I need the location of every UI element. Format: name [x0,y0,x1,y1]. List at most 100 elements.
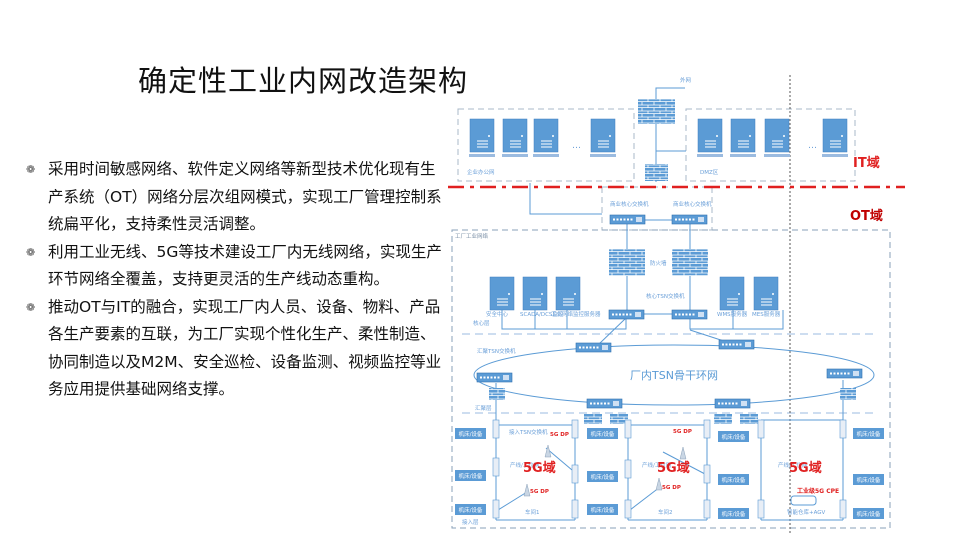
firewall-icon [638,99,675,124]
access-switch-icon [571,419,579,439]
equipment-label: 机床/设备 [591,473,615,481]
ellipsis: … [572,141,581,151]
page-title: 确定性工业内网改造架构 [138,64,469,98]
equipment-label: 机床/设备 [857,476,881,484]
line-label: 产线/工位网 [510,461,540,469]
firewall-icon [672,249,708,276]
equipment-label: 机床/设备 [722,510,746,518]
equipment-label: 机床/设备 [722,433,746,441]
bullet-icon: ❁ [26,163,36,176]
agg-layer-label: 汇聚层 [475,404,492,412]
equipment-box [853,508,884,519]
line-label: 产线/工位网 [778,461,808,469]
server-label: 工业网络监控服务器 [551,310,601,318]
access-layer-label: 接入层 [462,518,479,526]
bullet-item: ❁推动OT与IT的融合，实现工厂内人员、设备、物料、产品各生产要素的互联，为工厂… [26,294,446,404]
firewall-icon [489,388,505,400]
5g-domain-label: 5G域 [789,460,822,476]
access-switch-icon [757,499,765,519]
equipment-box [853,474,884,485]
server-icon [522,276,548,311]
biz-core-switch-label: 商业核心交换机 [673,200,712,208]
switch-icon [718,339,755,350]
5g-domain-label: 5G域 [657,460,690,476]
equipment-box [587,471,618,482]
5g-dp-label: 5G DP [662,485,681,491]
access-switch-icon [624,499,632,519]
equipment-label: 机床/设备 [591,506,615,514]
access-switch-icon [571,499,579,519]
firewall-icon [840,388,856,400]
access-switch-icon [624,419,632,439]
equipment-label: 机床/设备 [459,472,483,480]
server-icon [469,118,495,157]
switch-icon [575,342,612,353]
equipment-label: 机床/设备 [459,430,483,438]
antenna-icon [679,446,687,460]
equipment-label: 机床/设备 [591,430,615,438]
access-switch-icon [703,499,711,519]
workshop-label: 车间2 [658,508,673,516]
bullet-text: 采用时间敏感网络、软件定义网络等新型技术优化现有生产系统（OT）网络分层次组网模… [48,160,442,233]
switch-icon [671,309,708,320]
access-switch-icon [571,464,579,484]
server-icon [730,118,756,157]
office-net-label: 企业办公网 [467,168,495,176]
server-label: SCADA/DCS监控 [520,310,564,318]
core-tsn-switch-label: 核心TSN交换机 [646,292,685,300]
access-switch-icon [624,459,632,479]
access-switch-icon [703,464,711,484]
bullet-icon: ❁ [26,245,36,259]
server-label: MES服务器 [752,310,781,318]
equipment-box [718,474,749,485]
firewall-icon [610,414,628,424]
antenna-icon [523,483,531,497]
equipment-box [853,428,884,439]
equipment-box [455,470,486,481]
access-switch-label: 接入TSN交换机 [509,428,548,436]
server-label: 安全中心 [486,310,509,318]
equipment-box [718,508,749,519]
bullet-list: ❁ 采用时间敏感网络、软件定义网络等新型技术优化现有生产系统（OT）网络分层次组网… [26,156,446,404]
equipment-label: 机床/设备 [722,476,746,484]
access-switch-icon [492,419,500,439]
equipment-label: 机床/设备 [857,430,881,438]
switch-icon [476,372,513,383]
it-domain-label: IT域 [853,155,880,171]
server-icon [764,118,790,157]
5g-domain-label: 5G域 [523,460,556,476]
firewall-label: 防火墙 [650,259,667,267]
server-label: WMS服务器 [717,310,748,318]
switch-icon [671,214,708,225]
server-icon [822,118,848,157]
core-layer-label: 核心层 [473,319,490,327]
dmz-label: DMZ区 [700,169,719,176]
ellipsis: … [808,141,817,151]
server-icon [555,276,581,311]
switch-icon [609,214,646,225]
cpe-icon [790,495,817,506]
bullet-icon: ❁ [26,300,36,314]
firewall-icon [714,414,732,424]
line-label: 产线/工位网 [642,461,672,469]
server-icon [533,118,559,157]
access-switch-icon [703,419,711,439]
antenna-icon [655,477,663,491]
bullet-item: ❁利用工业无线、5G等技术建设工厂内无线网络，实现生产环节网络全覆盖，支持更灵活… [26,239,446,294]
equipment-box [455,428,486,439]
server-icon [697,118,723,157]
switch-icon [586,398,623,409]
ring-label: 厂内TSN骨干环网 [630,368,718,382]
switch-icon [608,309,645,320]
bullet-item: ❁ 采用时间敏感网络、软件定义网络等新型技术优化现有生产系统（OT）网络分层次组网… [26,156,446,239]
biz-core-switch-label: 商业核心交换机 [610,200,649,208]
external-net-label: 外网 [680,76,692,84]
equipment-box [718,431,749,442]
cpe-label: 工业级5G CPE [797,487,839,495]
5g-dp-label: 5G DP [530,489,549,495]
antenna-icon [544,444,552,458]
agv-label: 智能仓库+AGV [787,508,826,516]
access-switch-icon [757,419,765,439]
server-icon [502,118,528,157]
